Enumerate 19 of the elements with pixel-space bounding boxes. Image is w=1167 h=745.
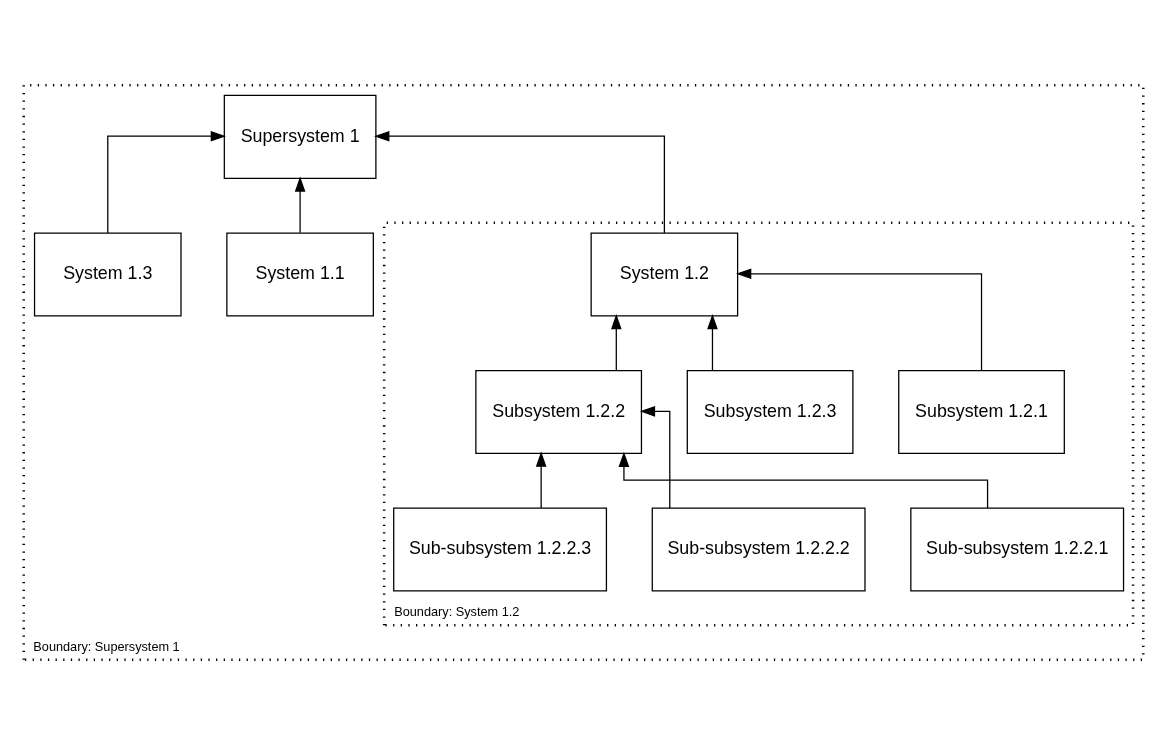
arrow — [107, 130, 226, 234]
arrow — [374, 130, 665, 234]
arrow — [618, 451, 989, 509]
node-box: System 1.3 — [33, 232, 182, 317]
arrow — [707, 314, 718, 371]
node-box: Supersystem 1 — [223, 94, 377, 179]
node-box: Subsystem 1.2.2 — [475, 369, 643, 454]
node-box: Subsystem 1.2.1 — [898, 369, 1065, 454]
node-box: System 1.1 — [226, 232, 374, 317]
arrow — [610, 314, 622, 371]
node-box: Sub-subsystem 1.2.2.2 — [651, 507, 866, 592]
node-box: Sub-subsystem 1.2.2.3 — [393, 507, 608, 592]
node-box: Subsystem 1.2.3 — [686, 369, 854, 454]
arrow — [535, 451, 547, 509]
node-box: System 1.2 — [590, 232, 739, 317]
arrow — [639, 406, 671, 509]
arrow — [736, 268, 983, 372]
node-box: Sub-subsystem 1.2.2.1 — [910, 507, 1125, 592]
arrow — [294, 176, 306, 234]
